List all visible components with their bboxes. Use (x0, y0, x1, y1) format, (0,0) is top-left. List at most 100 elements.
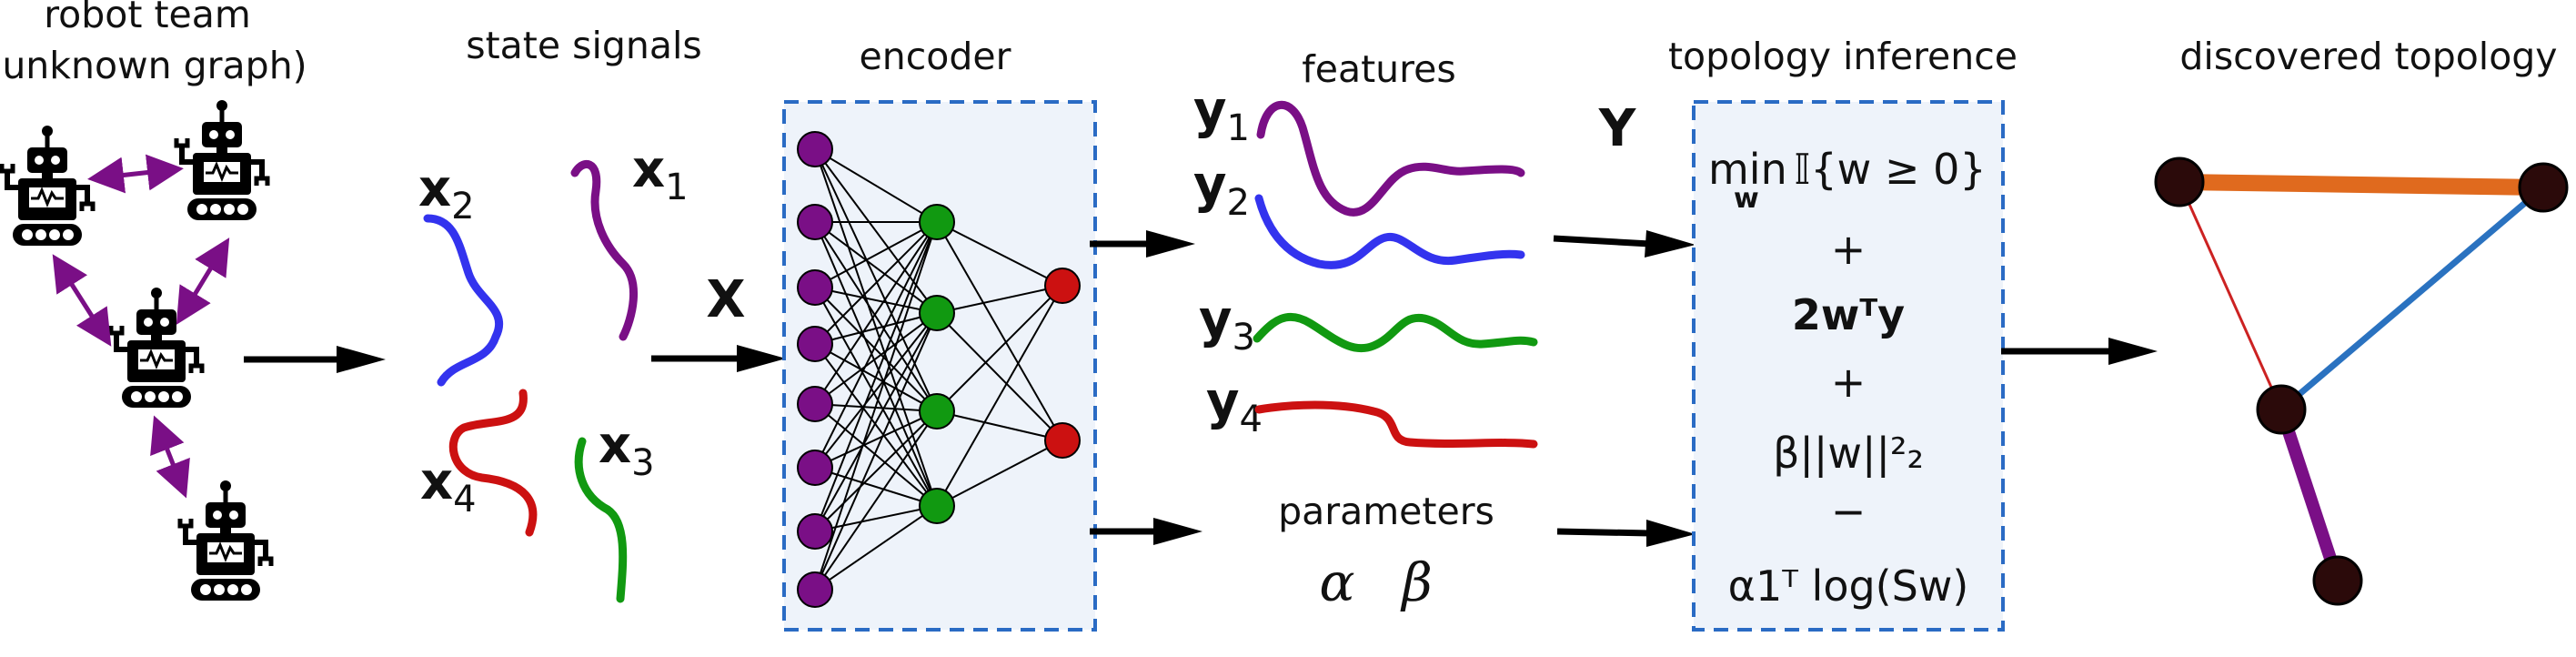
flow-arrow-icon (2001, 338, 2158, 365)
input-neuron (797, 326, 833, 362)
input-neuron (797, 269, 833, 306)
bidirectional-arrow-icon (52, 254, 112, 347)
topology-edge-orange (2179, 174, 2544, 196)
output-neuron (1044, 422, 1081, 459)
output-neuron (1044, 268, 1081, 304)
feature-y3-curve (1253, 312, 1538, 353)
signal-x3-curve (574, 437, 628, 603)
flow-arrow-icon (1553, 230, 1696, 258)
encoder-connection (814, 221, 938, 507)
objective-linear-term: 2wᵀy (1792, 290, 1905, 339)
encoder-connection (936, 285, 1063, 507)
encoder-connection (936, 285, 1063, 412)
encoder-connection (814, 221, 938, 412)
robot-icon (176, 100, 267, 220)
flow-arrow-icon (1090, 518, 1202, 545)
topology-edge-red (2178, 181, 2283, 410)
encoder-connection (814, 148, 938, 412)
encoder-connection (936, 440, 1063, 507)
input-neuron (797, 571, 833, 608)
encoder-connection (936, 221, 1063, 287)
feature-y3-label: y3 (1199, 290, 1255, 359)
encoder-connection (814, 221, 938, 345)
flow-arrow-icon (1090, 230, 1195, 258)
robot-icon (2, 126, 93, 246)
encoder-connection (814, 221, 938, 591)
topology-node (2518, 162, 2569, 213)
encoder-connection (814, 221, 938, 469)
bidirectional-arrow-icon (150, 415, 190, 499)
encoder-connection (936, 312, 1063, 441)
encoder-connection (814, 221, 938, 405)
objective-minus: − (1831, 487, 1867, 536)
signal-x2-curve (423, 214, 504, 387)
flow-arrow-icon (651, 345, 786, 372)
topology-edge-blue (2279, 185, 2546, 412)
encoder-connection (814, 410, 938, 532)
encoder-connection (814, 221, 938, 532)
objective-log-barrier-term: α1ᵀ log(Sw) (1728, 561, 1969, 611)
encoder-connection (814, 410, 938, 591)
feature-y4-label: y4 (1206, 372, 1263, 440)
signal-x4-label: x4 (420, 452, 477, 521)
input-neuron (797, 513, 833, 550)
beta-symbol: β (1400, 551, 1433, 613)
encoder-connections (814, 148, 1063, 591)
objective-min-subscript: w (1734, 183, 1759, 215)
signal-x4-curve (448, 389, 538, 537)
signal-x1-curve (570, 160, 639, 341)
input-neuron (797, 450, 833, 486)
state-signals-title: state signals (466, 24, 702, 67)
encoder-connection (814, 148, 938, 223)
alpha-symbol: α (1319, 551, 1354, 613)
encoder-connection (814, 467, 938, 507)
topology-edge-purple (2275, 407, 2344, 583)
input-matrix-label: X (706, 270, 745, 329)
discovered-topology-title: discovered topology (2179, 35, 2557, 78)
encoder-connection (814, 505, 938, 591)
encoder-connection (814, 410, 938, 469)
hidden-neuron (919, 488, 955, 524)
feature-matrix-label: Y (1598, 99, 1637, 158)
topology-node (2256, 384, 2307, 435)
encoder-connection (936, 285, 1063, 314)
input-neuron (797, 131, 833, 167)
topology-node (2312, 555, 2363, 606)
objective-indicator-term: 𝕀{w ≥ 0} (1794, 145, 1986, 194)
flow-arrow-icon (244, 346, 386, 373)
feature-y4-curve (1254, 400, 1538, 449)
objective-regularizer-term: β||w||²₂ (1773, 429, 1924, 479)
robot-communication-links (52, 154, 230, 499)
objective-plus-1: + (1831, 225, 1867, 274)
feature-y1-label: y1 (1193, 81, 1250, 149)
encoder-connection (814, 312, 938, 469)
encoder-connection (814, 312, 938, 345)
bidirectional-arrow-icon (87, 154, 184, 194)
encoder-connection (814, 312, 938, 532)
encoder-title: encoder (860, 35, 1011, 78)
input-neuron (797, 204, 833, 240)
objective-min: min (1708, 145, 1787, 194)
feature-y2-curve (1254, 194, 1525, 269)
topology-inference-box (1692, 100, 2005, 632)
robot-team-title-line2: (unknown graph) (0, 44, 307, 87)
signal-x3-label: x3 (599, 416, 655, 484)
features-title: features (1302, 47, 1455, 91)
encoder-connection (936, 410, 1063, 441)
bidirectional-arrow-icon (176, 238, 230, 325)
feature-y1-curve (1256, 100, 1525, 217)
topology-inference-title: topology inference (1668, 35, 2018, 78)
input-neuron (797, 386, 833, 422)
robot-team-title-line1: robot team (44, 0, 251, 36)
hidden-neuron (919, 204, 955, 240)
objective-plus-2: + (1831, 358, 1867, 407)
topology-node (2154, 157, 2205, 207)
hidden-neuron (919, 393, 955, 430)
encoder-connection (814, 221, 938, 288)
signal-x1-label: x1 (632, 140, 689, 208)
encoder-connection (814, 312, 938, 591)
encoder-neurons (797, 131, 1081, 608)
encoder-connection (814, 221, 938, 314)
hidden-neuron (919, 295, 955, 331)
flow-arrow-icon (1556, 520, 1696, 547)
